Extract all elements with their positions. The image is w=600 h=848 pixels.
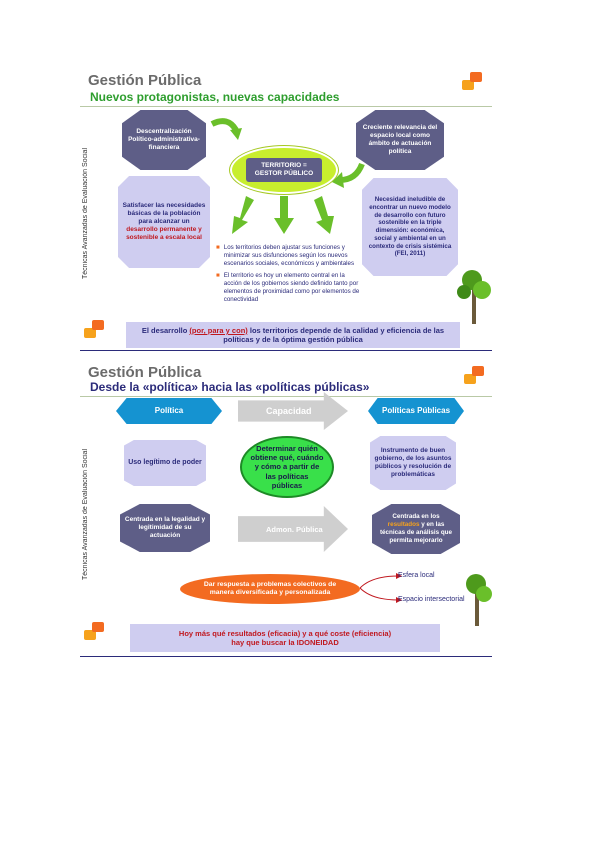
curved-arrow-icon	[332, 160, 366, 190]
side-label: Técnicas Avanzadas de Evaluación Social	[82, 424, 96, 604]
divider	[80, 396, 492, 397]
slide-title: Gestión Pública	[88, 364, 201, 381]
conclusion-line-1: Hoy más qué resultados (eficacia) y a qu…	[179, 629, 391, 638]
conclusion-banner: Hoy más qué resultados (eficacia) y a qu…	[130, 624, 440, 652]
admon-arrow: Admon. Pública	[238, 506, 348, 552]
resultados-text: Centrada en los	[392, 513, 439, 520]
territorio-label: TERRITORIO = GESTOR PÚBLICO	[246, 158, 322, 182]
bullet-text: El territorio es hoy un elemento central…	[224, 272, 360, 303]
divider	[80, 350, 492, 351]
bullet-text: Los territorios deben ajustar sus funcio…	[224, 244, 360, 267]
bullet-icon: ■	[216, 272, 220, 303]
logo-icon	[464, 366, 486, 388]
conclusion-highlight: (por, para y con)	[189, 326, 247, 335]
conclusion-line-2: hay que buscar la IDONEIDAD	[231, 638, 339, 647]
needs-text: Satisfacer las necesidades básicas de la…	[123, 202, 206, 225]
divider	[80, 656, 492, 657]
slide-subtitle: Desde la «política» hacia las «políticas…	[90, 380, 369, 394]
respuesta-oval: Dar respuesta a problemas colectivos de …	[180, 574, 360, 604]
list-item: ■ Los territorios deben ajustar sus func…	[216, 244, 360, 267]
conclusion-text: los territorios depende de la calidad y …	[223, 326, 444, 344]
capacidad-label: Capacidad	[266, 406, 312, 416]
conclusion-banner: El desarrollo (por, para y con) los terr…	[126, 322, 460, 348]
curved-arrow-icon	[210, 114, 244, 144]
slide-1: Gestión Pública Nuevos protagonistas, nu…	[80, 66, 492, 352]
slide-2: Gestión Pública Desde la «política» haci…	[80, 360, 492, 660]
logo-icon	[462, 72, 484, 94]
esfera-label: Esfera local	[398, 572, 435, 579]
list-item: ■ El territorio es hoy un elemento centr…	[216, 272, 360, 303]
local-relevance-box: Creciente relevancia del espacio local c…	[356, 110, 444, 170]
bullet-list: ■ Los territorios deben ajustar sus func…	[216, 244, 360, 303]
centrada-resultados-box: Centrada en los resultados y en las técn…	[372, 504, 460, 554]
espacio-label: Espacio intersectorial	[398, 596, 465, 603]
slide-title: Gestión Pública	[88, 72, 201, 89]
capacidad-arrow: Capacidad	[238, 392, 348, 430]
resultados-highlight: resultados	[388, 521, 420, 528]
down-arrows-icon	[228, 194, 338, 238]
center-ellipse: Determinar quién obtiene qué, cuándo y c…	[240, 436, 334, 498]
centrada-box: Centrada en la legalidad y legitimidad d…	[120, 504, 210, 552]
needs-highlight: desarrollo permanente y sostenible a esc…	[126, 226, 202, 241]
admon-label: Admon. Pública	[266, 525, 323, 534]
politica-box: Política	[116, 398, 222, 424]
logo-icon	[84, 320, 106, 342]
territorio-ellipse: TERRITORIO = GESTOR PÚBLICO	[230, 146, 338, 194]
tree-icon	[462, 566, 492, 626]
logo-icon	[84, 622, 106, 644]
bullet-icon: ■	[216, 244, 220, 267]
model-box: Necesidad ineludible de encontrar un nue…	[362, 178, 458, 276]
needs-box: Satisfacer las necesidades básicas de la…	[118, 176, 210, 268]
side-label: Técnicas Avanzadas de Evaluación Social	[82, 128, 96, 298]
divider	[80, 106, 492, 107]
decentralization-box: Descentralización Político-administrativ…	[122, 110, 206, 170]
slide-subtitle: Nuevos protagonistas, nuevas capacidades	[90, 90, 339, 104]
politicas-publicas-box: Políticas Públicas	[368, 398, 464, 424]
tree-icon	[456, 262, 492, 326]
instrumento-box: Instrumento de buen gobierno, de los asu…	[370, 436, 456, 490]
conclusion-text: El desarrollo	[142, 326, 190, 335]
uso-legitimo-box: Uso legítimo de poder	[124, 440, 206, 486]
